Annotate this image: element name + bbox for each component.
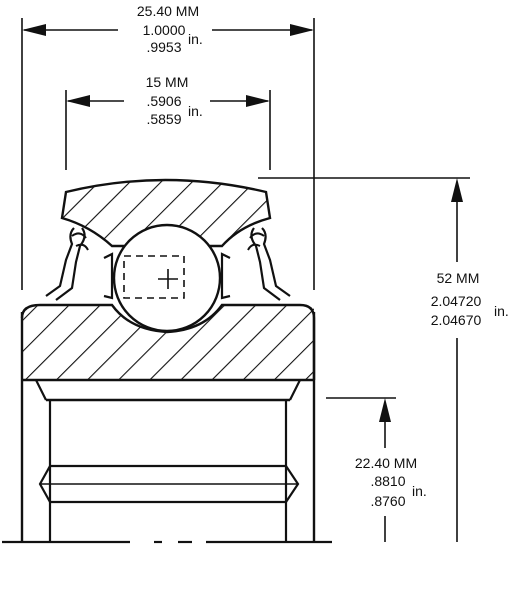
outer-diameter-mm: 52 MM [437,270,480,286]
dimension-overall-width: 25.40 MM 1.0000 .9953 in. [21,3,315,290]
overall-width-in-max: 1.0000 [143,22,186,38]
ball [112,223,222,333]
cage-left [103,252,114,300]
inner-width-unit: in. [188,103,203,119]
outer-diameter-in-max: 2.04720 [431,293,482,309]
outer-diameter-unit: in. [494,303,509,319]
inner-ring-hatch [22,305,314,380]
outer-diameter-in-min: 2.04670 [431,312,482,328]
inner-width-mm: 15 MM [146,74,189,90]
outer-cup-hatch [62,180,270,246]
inner-ring-outline [20,303,316,380]
arrowhead-right [290,24,314,36]
seal-right [247,227,291,301]
bore-top-chamfer [35,379,47,401]
arrowhead-left [22,24,46,36]
seal-left [45,227,89,301]
overall-width-mm: 25.40 MM [137,3,199,19]
arrowhead-bore-top [379,398,391,422]
ball-pocket-dashed [123,255,185,299]
arrowhead-inner-left [66,95,90,107]
arrowhead-od-top [451,178,463,202]
inner-width-in-max: .5906 [146,93,181,109]
outer-cup-outline [60,178,272,248]
dimension-bore: 22.40 MM .8810 .8760 in. [326,397,427,542]
inner-width-in-min: .5859 [146,111,181,127]
bore-unit: in. [412,483,427,499]
bore-in-max: .8810 [370,473,405,489]
bore-top-chamfer-r [289,379,301,401]
bearing-cross-section [20,178,316,542]
overall-width-in-min: .9953 [146,39,181,55]
bore-mm: 22.40 MM [355,455,417,471]
dimension-inner-width: 15 MM .5906 .5859 in. [65,74,271,170]
dimension-outer-diameter: 52 MM 2.04720 2.04670 in. [258,177,509,542]
arrowhead-inner-right [246,95,270,107]
overall-width-unit: in. [188,31,203,47]
cage-right [220,252,231,300]
bore-in-min: .8760 [370,493,405,509]
